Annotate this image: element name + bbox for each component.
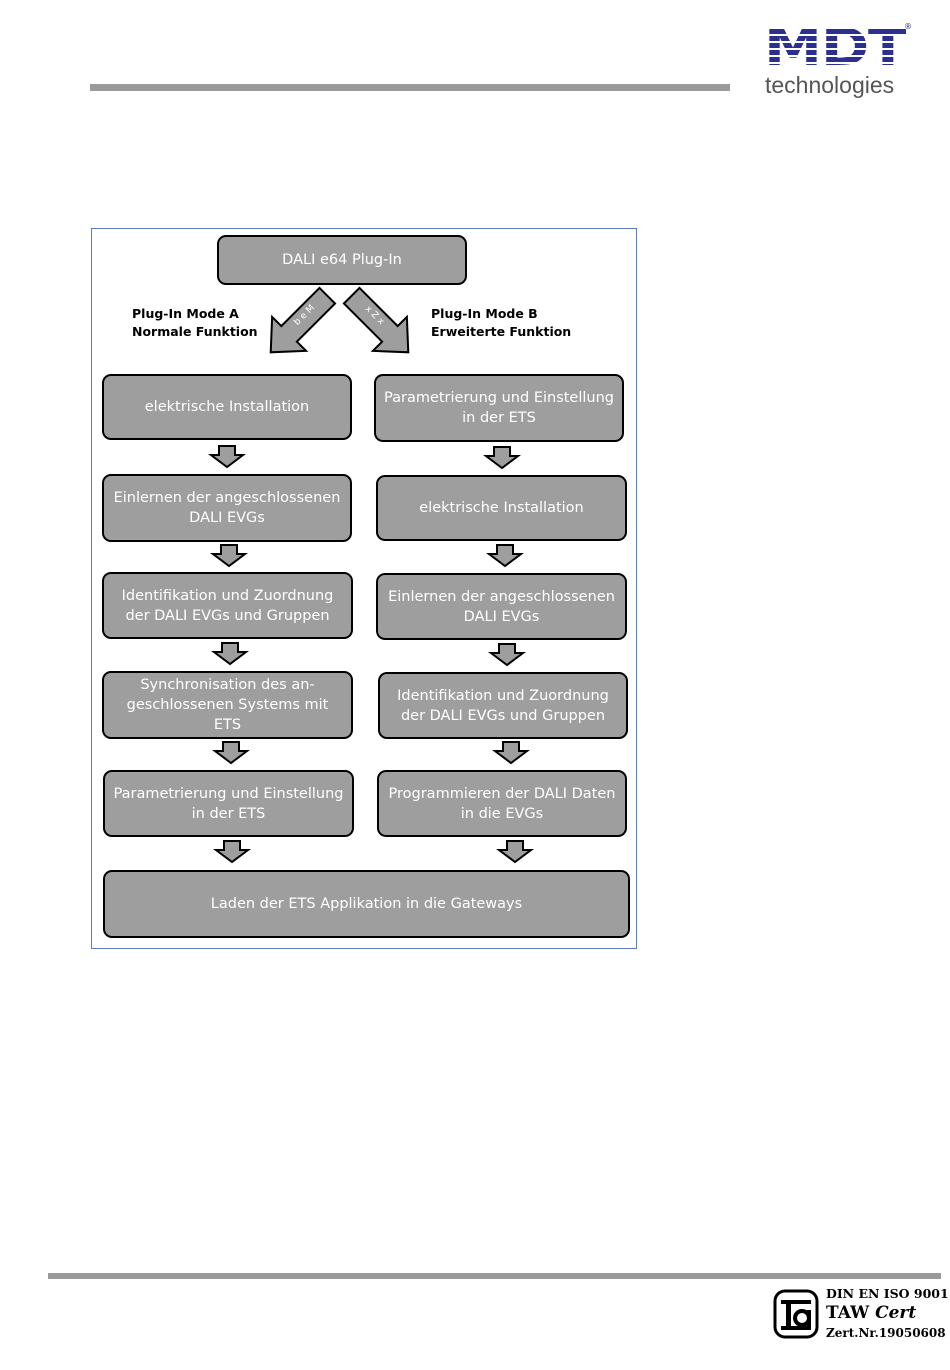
step-box-right-2: elektrische Installation — [376, 475, 627, 541]
cert-iso-label: DIN EN ISO 9001 — [826, 1286, 949, 1301]
logo-tagline: technologies — [765, 72, 895, 98]
logo-mark: MDT — [764, 18, 908, 78]
cert-taw-label: TAW Cert — [826, 1303, 916, 1323]
taw-cert-logo-icon — [773, 1289, 819, 1339]
step-box-left-1: elektrische Installation — [102, 374, 352, 440]
certification-badge: DIN EN ISO 9001 TAW Cert Zert.Nr.1905060… — [770, 1286, 949, 1346]
mdt-logo: MDT ® technologies — [764, 22, 914, 102]
step-box-left-4: Synchronisation des an- geschlossenen Sy… — [102, 671, 353, 739]
logo-registered-mark: ® — [904, 22, 912, 31]
cert-taw-text: TAW — [826, 1303, 870, 1323]
step-box-left-3: Identifikation und Zuordnung der DALI EV… — [102, 572, 353, 639]
step-box-left-5: Parametrierung und Einstellung in der ET… — [103, 770, 354, 837]
step-box-right-3: Einlernen der angeschlossenen DALI EVGs — [376, 573, 627, 640]
cert-cert-text: Cert — [875, 1303, 917, 1323]
plugin-box: DALI e64 Plug-In — [217, 235, 467, 285]
header-rule — [90, 84, 730, 91]
mode-a-label: Plug-In Mode A Normale Funktion — [132, 306, 258, 339]
mode-b-label: Plug-In Mode B Erweiterte Funktion — [431, 306, 572, 339]
flowchart-frame — [91, 228, 637, 949]
footer-rule — [48, 1273, 941, 1279]
final-step-box: Laden der ETS Applikation in die Gateway… — [103, 870, 630, 938]
step-box-right-1: Parametrierung und Einstellung in der ET… — [374, 374, 624, 442]
step-box-right-4: Identifikation und Zuordnung der DALI EV… — [378, 672, 628, 739]
step-box-right-5: Programmieren der DALI Daten in die EVGs — [377, 770, 627, 837]
step-box-left-2: Einlernen der angeschlossenen DALI EVGs — [102, 474, 352, 542]
cert-number: Zert.Nr.19050608 — [826, 1326, 946, 1340]
